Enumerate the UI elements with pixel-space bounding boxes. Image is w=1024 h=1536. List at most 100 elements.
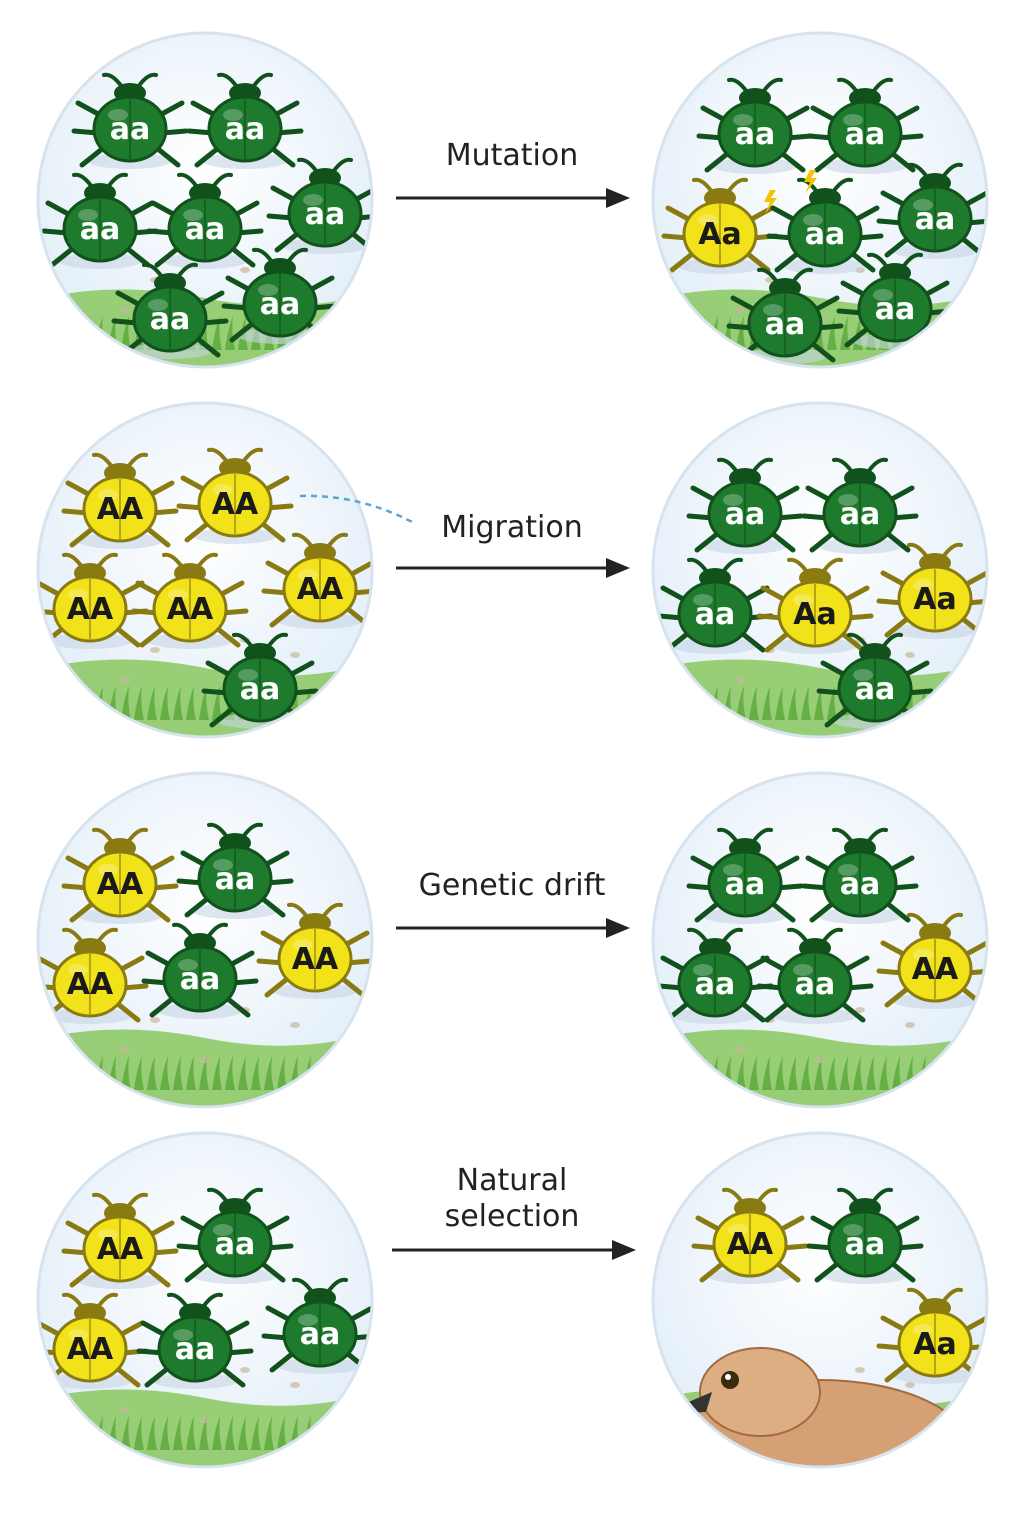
beetle-icon: aa xyxy=(261,1277,373,1374)
genotype-label: aa xyxy=(765,307,806,342)
genotype-label: aa xyxy=(260,287,301,322)
mechanism-label: selection xyxy=(444,1199,580,1234)
beetle-icon: aa xyxy=(876,162,988,259)
beetle-icon: aa xyxy=(136,1292,254,1389)
beetle-icon: aa xyxy=(266,157,373,254)
genotype-label: aa xyxy=(80,212,121,247)
genotype-label: AA xyxy=(97,492,144,527)
genotype-label: Aa xyxy=(913,582,956,617)
genotype-label: AA xyxy=(727,1227,774,1262)
beetle-icon: aa xyxy=(656,557,774,654)
arrow-icon xyxy=(392,1237,636,1263)
genotype-label: AA xyxy=(97,867,144,902)
mechanism-label: Mutation xyxy=(445,138,579,173)
beetle-icon: AA xyxy=(61,827,179,924)
beetle-icon: aa xyxy=(71,72,189,169)
beetle-icon: aa xyxy=(766,177,884,274)
beetle-icon: aa xyxy=(816,632,934,729)
genotype-label: aa xyxy=(855,672,896,707)
bird-icon xyxy=(660,1347,971,1468)
beetle-icon: AA xyxy=(876,912,988,1009)
genotype-label: AA xyxy=(297,572,344,607)
genotype-label: AA xyxy=(912,952,959,987)
genotype-label: aa xyxy=(725,867,766,902)
genotype-label: AA xyxy=(212,487,259,522)
beetle-icon: AA xyxy=(131,552,249,649)
beetle-icon: aa xyxy=(806,77,924,174)
beetle-icon: AA xyxy=(37,552,149,649)
arrow-icon xyxy=(396,555,630,581)
beetle-icon: AA xyxy=(37,1292,149,1389)
beetle-icon: aa xyxy=(221,247,339,344)
beetle-icon: Aa xyxy=(756,557,874,654)
beetle-icon: Aa xyxy=(661,177,779,274)
beetle-icon: aa xyxy=(111,262,229,359)
beetle-icon: aa xyxy=(176,1187,294,1284)
genotype-label: Aa xyxy=(913,1327,956,1362)
beetle-icon: aa xyxy=(176,822,294,919)
genotype-label: aa xyxy=(915,202,956,237)
beetle-icon: aa xyxy=(186,72,304,169)
beetle-icon: AA xyxy=(61,452,179,549)
genotype-label: aa xyxy=(695,967,736,1002)
beetle-icon: AA xyxy=(61,1192,179,1289)
genotype-label: aa xyxy=(175,1332,216,1367)
genotype-label: aa xyxy=(215,1227,256,1262)
mechanism-label: Genetic drift xyxy=(418,868,606,903)
genotype-label: aa xyxy=(725,497,766,532)
mechanism-label: Migration xyxy=(441,510,583,545)
beetle-icon: aa xyxy=(686,827,804,924)
genotype-label: aa xyxy=(805,217,846,252)
beetle-icon: AA xyxy=(261,532,373,629)
beetle-icon: aa xyxy=(686,457,804,554)
beetle-icon: aa xyxy=(806,1187,924,1284)
beetle-icon: aa xyxy=(146,172,264,269)
genotype-label: AA xyxy=(67,592,114,627)
beetle-icon: aa xyxy=(756,927,874,1024)
lightning-icon xyxy=(764,190,777,214)
mechanism-label: Natural xyxy=(456,1163,568,1198)
beetle-icon: aa xyxy=(201,632,319,729)
beetle-icon: aa xyxy=(696,77,814,174)
beetle-icon: Aa xyxy=(876,1287,988,1384)
population-before-1: AA AA AA AA AA aa xyxy=(35,400,375,740)
genotype-label: AA xyxy=(292,942,339,977)
genotype-label: aa xyxy=(180,962,221,997)
genotype-label: AA xyxy=(167,592,214,627)
beetle-icon: aa xyxy=(801,457,919,554)
genotype-label: AA xyxy=(67,1332,114,1367)
genotype-label: aa xyxy=(215,862,256,897)
genotype-label: Aa xyxy=(698,217,741,252)
genotype-label: aa xyxy=(240,672,281,707)
beetle-icon: AA xyxy=(256,902,373,999)
genotype-label: aa xyxy=(735,117,776,152)
genotype-label: aa xyxy=(695,597,736,632)
genotype-label: AA xyxy=(67,967,114,1002)
beetle-icon: aa xyxy=(656,927,774,1024)
genotype-label: aa xyxy=(110,112,151,147)
beetle-icon: AA xyxy=(691,1187,809,1284)
genotype-label: Aa xyxy=(793,597,836,632)
beetle-icon: aa xyxy=(726,267,844,364)
genotype-label: aa xyxy=(300,1317,341,1352)
genotype-label: aa xyxy=(185,212,226,247)
beetle-icon: AA xyxy=(176,447,294,544)
beetle-icon: aa xyxy=(141,922,259,1019)
genotype-label: aa xyxy=(840,867,881,902)
arrow-icon xyxy=(396,915,630,941)
genotype-label: aa xyxy=(840,497,881,532)
migration-path xyxy=(300,494,417,526)
genotype-label: aa xyxy=(845,117,886,152)
genotype-label: aa xyxy=(795,967,836,1002)
genotype-label: aa xyxy=(305,197,346,232)
genotype-label: aa xyxy=(150,302,191,337)
genotype-label: AA xyxy=(97,1232,144,1267)
